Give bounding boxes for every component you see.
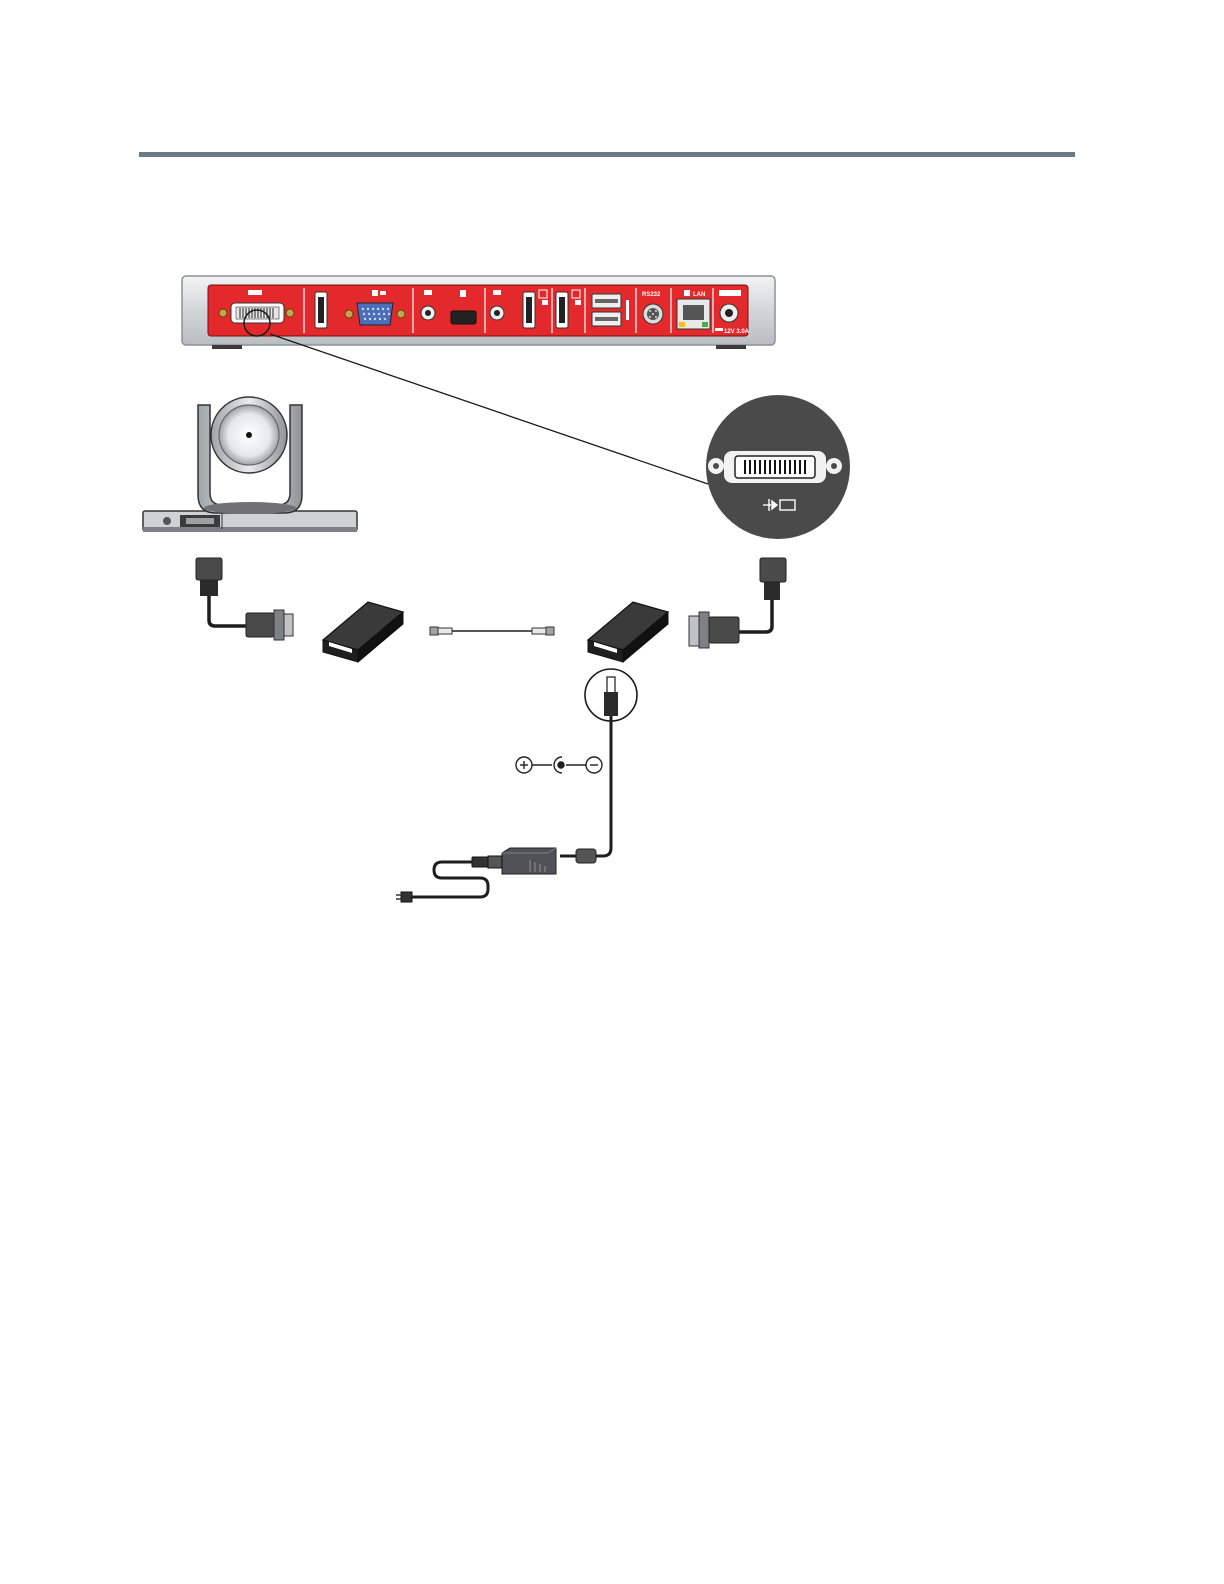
serial-label: RS232	[642, 292, 661, 298]
codec-rear-panel: RS232 LAN 12V 3.0A	[182, 276, 775, 349]
lan-label: LAN	[693, 292, 705, 298]
zoom-callout-line	[270, 334, 708, 484]
serial-port: RS232	[642, 292, 663, 324]
ptz-camera-icon	[143, 397, 357, 532]
hdmi-port	[315, 292, 327, 328]
cat5-cable-icon	[430, 627, 554, 635]
ac-plug-icon	[396, 856, 502, 902]
dvi-port-zoom-callout	[706, 395, 850, 539]
dc-plug-icon	[585, 669, 637, 721]
dc-polarity-icon	[516, 757, 602, 773]
power-brick-icon	[502, 848, 596, 874]
hdci-extender-left-icon	[323, 602, 403, 662]
hdci-extender-right-icon	[588, 602, 668, 662]
dvi-cable-right-icon	[689, 558, 786, 648]
power-rating-label: 12V 3.0A	[724, 329, 750, 335]
dvi-cable-icon	[196, 558, 293, 640]
dc-power-cord	[596, 716, 611, 856]
